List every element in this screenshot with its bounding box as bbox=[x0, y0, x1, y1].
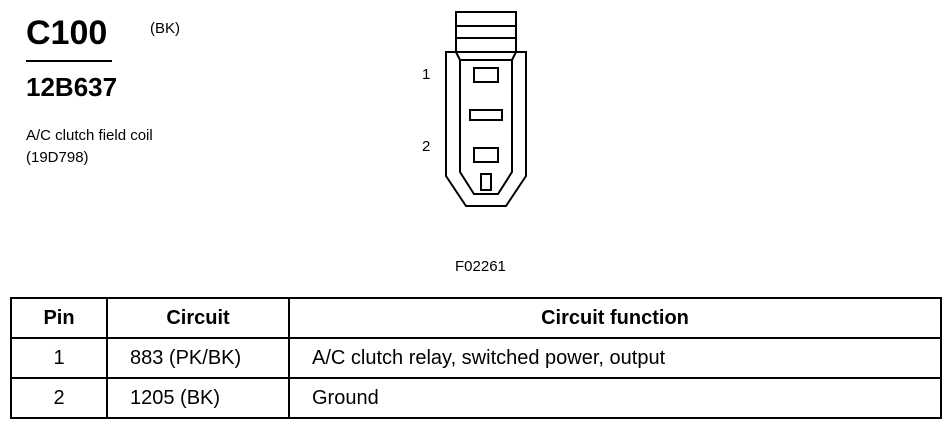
cell-pin: 1 bbox=[10, 337, 108, 379]
pin-cavity-2 bbox=[473, 147, 499, 163]
table-row: 2 1205 (BK) Ground bbox=[10, 377, 942, 419]
header-circuit-function: Circuit function bbox=[288, 297, 942, 339]
cell-circuit: 1205 (BK) bbox=[106, 377, 290, 419]
cell-pin: 2 bbox=[10, 377, 108, 419]
header-circuit: Circuit bbox=[106, 297, 290, 339]
connector-id-underline bbox=[26, 60, 112, 62]
pin-cavity-1 bbox=[473, 67, 499, 83]
bottom-latch bbox=[480, 173, 492, 191]
locking-tab bbox=[455, 11, 517, 53]
component-description: A/C clutch field coil bbox=[26, 127, 153, 144]
table-row: 1 883 (PK/BK) A/C clutch relay, switched… bbox=[10, 337, 942, 379]
part-number: 12B637 bbox=[26, 72, 118, 102]
cell-circuit-function: Ground bbox=[288, 377, 942, 419]
figure-reference: F02261 bbox=[455, 258, 506, 275]
table-header-row: Pin Circuit Circuit function bbox=[10, 297, 942, 339]
component-number: (19D798) bbox=[26, 149, 89, 166]
outer-housing bbox=[445, 51, 527, 207]
pin-label-1: 1 bbox=[422, 66, 431, 83]
connector-color-code: (BK) bbox=[150, 20, 180, 37]
cell-circuit-function: A/C clutch relay, switched power, output bbox=[288, 337, 942, 379]
cell-circuit: 883 (PK/BK) bbox=[106, 337, 290, 379]
connector-id: C100 bbox=[26, 14, 108, 52]
pin-table: Pin Circuit Circuit function 1 883 (PK/B… bbox=[10, 297, 942, 419]
pin-label-2: 2 bbox=[422, 138, 431, 155]
connector-face-drawing bbox=[445, 11, 527, 207]
key-slot bbox=[469, 109, 503, 121]
header-pin: Pin bbox=[10, 297, 108, 339]
